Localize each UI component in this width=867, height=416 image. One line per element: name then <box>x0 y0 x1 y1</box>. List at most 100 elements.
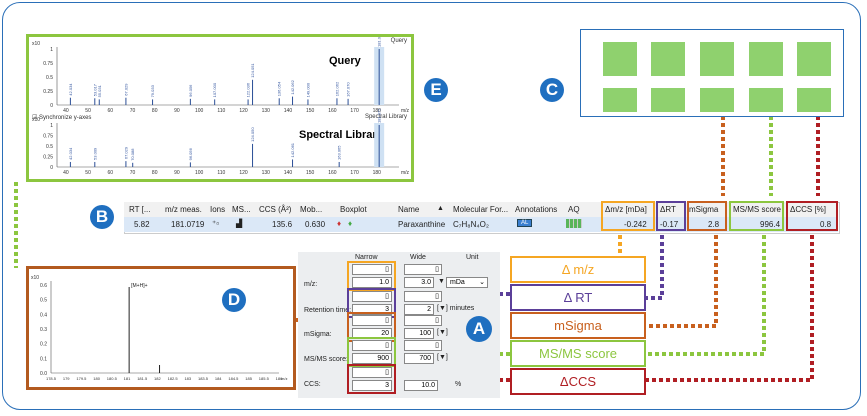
msms-slider-wide[interactable]: ▯ <box>404 340 442 351</box>
query-x-tick: 110 <box>217 108 225 114</box>
ccs-label: CCS: <box>304 381 321 388</box>
msms-slider-narrow[interactable]: ▯ <box>352 340 392 351</box>
msigma-slider-narrow[interactable]: ▯ <box>352 315 392 326</box>
green-square <box>603 42 637 76</box>
ccs-unit: % <box>455 381 462 388</box>
col-ccs[interactable]: CCS (Å²) <box>259 205 292 214</box>
boxplot-icon: ♦ <box>348 219 353 228</box>
rt-narrow-input[interactable]: 3 <box>352 304 392 315</box>
query-x-tick: 80 <box>152 108 158 114</box>
col-name[interactable]: Name <box>398 205 420 214</box>
filter-icon[interactable]: ▼ <box>438 278 445 285</box>
ms1-y-tick: 0.5 <box>40 298 47 304</box>
library-x-tick: 40 <box>63 170 69 176</box>
library-x-tick: 70 <box>130 170 136 176</box>
col-mob[interactable]: Mob... <box>300 205 323 214</box>
cell-msigma: 2.8 <box>708 220 720 229</box>
spectra-panel: Query Query ☑ Synchronize y-axes Spectra… <box>26 34 414 182</box>
ccs-wide-input[interactable]: 10.0 <box>404 380 438 391</box>
cell-ccs: 135.6 <box>272 220 293 229</box>
msms-wide-input[interactable]: 700 <box>404 353 434 364</box>
col-msms-score[interactable]: MS/MS score <box>733 205 782 214</box>
msms-narrow-input[interactable]: 900 <box>352 353 392 364</box>
msms-label: MS/MS score: <box>304 356 348 363</box>
label-delta-ccs: ΔCCS <box>510 368 646 395</box>
col-delta-rt[interactable]: ΔRT <box>660 205 676 214</box>
rt-slider-wide[interactable]: ▯ <box>404 291 442 302</box>
rt-wide-input[interactable]: 2 <box>404 304 434 315</box>
library-y-tick: 1 <box>50 123 53 129</box>
badge-a: A <box>466 316 492 342</box>
library-x-tick: 100 <box>195 170 204 176</box>
cell-formula: C₇H₈N₄O₂ <box>453 220 489 229</box>
col-delta-mz[interactable]: Δm/z [mDa] <box>605 205 647 214</box>
cell-rt: 5.82 <box>134 220 150 229</box>
green-square <box>749 88 783 112</box>
mz-unit-select[interactable]: mDa ⌄ <box>446 277 488 288</box>
cell-mob: 0.630 <box>305 220 326 229</box>
col-wide-label: Wide <box>410 254 426 261</box>
query-y-exponent: x10 <box>32 41 40 47</box>
mz-narrow-input[interactable]: 1.0 <box>352 277 392 288</box>
ms1-x-tick: 181.5 <box>137 376 148 381</box>
mz-unit-value: mDa <box>450 279 465 286</box>
msms-narrow-highlight <box>347 337 396 367</box>
ms1-y-tick: 0.4 <box>40 312 47 318</box>
mz-slider-narrow[interactable]: ▯ <box>352 264 392 275</box>
query-x-tick: 160 <box>328 108 337 114</box>
query-peak-label: 136.054 <box>277 81 282 96</box>
green-square <box>651 88 685 112</box>
query-x-tick: 150 <box>306 108 315 114</box>
ms1-x-tick: 183 <box>184 376 191 381</box>
ccs-narrow-input[interactable]: 3 <box>352 380 392 391</box>
query-y-tick: 0 <box>50 103 53 109</box>
col-annotations[interactable]: Annotations <box>515 205 558 214</box>
library-x-tick: 110 <box>217 170 225 176</box>
cell-delta-rt: -0.17 <box>660 220 679 229</box>
col-ions[interactable]: Ions <box>210 205 226 214</box>
query-peak-label: 149.000 <box>305 82 310 97</box>
query-x-tick: 170 <box>350 108 359 114</box>
col-msigma[interactable]: mSigma <box>689 205 719 214</box>
query-peak-label: 122.036 <box>246 82 251 97</box>
msigma-slider-wide[interactable]: ▯ <box>404 315 442 326</box>
msigma-unit: [▼] <box>437 329 448 336</box>
col-ms[interactable]: MS... <box>232 205 251 214</box>
col-delta-ccs[interactable]: ΔCCS [%] <box>790 205 827 214</box>
ccs-narrow-highlight <box>347 364 396 394</box>
ccs-slider-narrow[interactable]: ▯ <box>352 367 392 378</box>
query-peak-label: 142.062 <box>290 79 295 94</box>
ms1-x-tick: 184 <box>215 376 222 381</box>
col-molecular-formula[interactable]: Molecular For... <box>453 205 509 214</box>
rt-slider-narrow[interactable]: ▯ <box>352 291 392 302</box>
sync-y-axes-checkbox[interactable]: ☑ Synchronize y-axes <box>32 115 92 121</box>
ions-icon[interactable]: ⁺▫ <box>212 219 220 228</box>
library-y-tick: 0.75 <box>43 134 53 140</box>
badge-d: D <box>222 288 246 312</box>
col-boxplot[interactable]: Boxplot <box>340 205 367 214</box>
sort-ascending-icon[interactable]: ▲ <box>437 205 444 212</box>
query-x-tick: 120 <box>239 108 248 114</box>
green-square <box>700 42 734 76</box>
table-data-row[interactable] <box>124 217 838 232</box>
ms1-x-tick: 179.5 <box>76 376 87 381</box>
library-peak-label: 142.061 <box>290 142 295 157</box>
library-peak-label: 70.088 <box>130 148 135 161</box>
query-y-tick: 0.75 <box>43 61 53 67</box>
col-mz-meas[interactable]: m/z meas. <box>165 205 202 214</box>
col-aq[interactable]: AQ <box>568 205 580 214</box>
query-x-tick: 180 <box>373 108 382 114</box>
msms-spectrum-icon[interactable]: ▟ <box>236 219 243 228</box>
msigma-wide-input[interactable]: 100 <box>404 328 434 339</box>
col-rt[interactable]: RT [... <box>129 205 151 214</box>
query-peak-label: 167.070 <box>346 82 351 97</box>
library-x-tick: 160 <box>328 170 337 176</box>
query-x-unit: m/z <box>401 108 410 114</box>
mz-wide-input[interactable]: 3.0 <box>404 277 434 288</box>
query-y-tick: 0.25 <box>43 89 53 95</box>
ms1-x-tick: 182 <box>154 376 161 381</box>
mz-slider-wide[interactable]: ▯ <box>404 264 442 275</box>
annotation-badge[interactable]: AL <box>517 219 533 227</box>
